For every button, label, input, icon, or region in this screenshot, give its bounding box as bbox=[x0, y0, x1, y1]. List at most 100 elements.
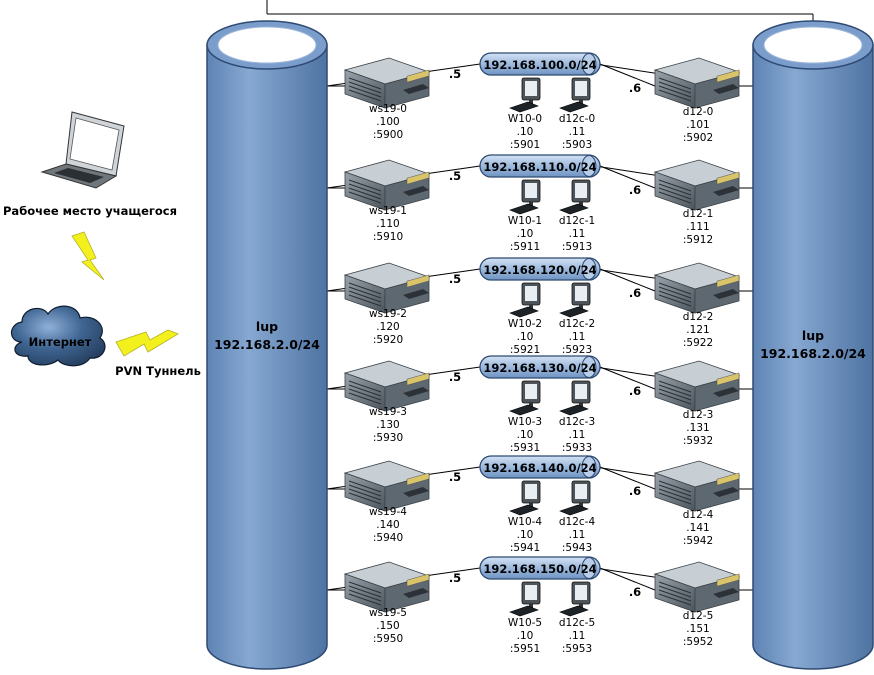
d12-ip: .131 bbox=[686, 422, 709, 434]
cylinder-body bbox=[752, 44, 874, 670]
pipe-end bbox=[581, 258, 597, 280]
cloud-label: Интернет bbox=[29, 335, 92, 349]
cloud-shape bbox=[10, 305, 106, 367]
d12c-name: d12c-0 bbox=[559, 113, 595, 125]
monitor-screen bbox=[575, 585, 587, 600]
server-slot bbox=[658, 290, 692, 303]
server-d12-0 bbox=[653, 57, 741, 109]
pc-d12c-5 bbox=[559, 581, 591, 617]
server-port bbox=[716, 69, 740, 83]
keyboard bbox=[559, 504, 589, 516]
server-slot bbox=[348, 480, 382, 493]
server-slot bbox=[658, 294, 692, 307]
monitor-stand bbox=[579, 305, 583, 309]
server-slot bbox=[348, 589, 382, 602]
d12-port: :5902 bbox=[683, 132, 713, 144]
keyboard bbox=[509, 101, 539, 113]
left-suffix: .5 bbox=[449, 272, 461, 286]
pc-d12c-3 bbox=[559, 380, 591, 416]
d12c-port: :5903 bbox=[562, 139, 592, 151]
keyboard bbox=[559, 203, 589, 215]
server-slot bbox=[348, 488, 382, 501]
pc-d12c-1 bbox=[559, 179, 591, 215]
server-d12-3 bbox=[653, 360, 741, 412]
pc-w10-0 bbox=[509, 77, 541, 113]
w10-port: :5951 bbox=[510, 643, 540, 655]
pipe-end bbox=[581, 557, 597, 579]
server-port bbox=[406, 171, 430, 185]
subnet-pipe-4 bbox=[479, 455, 601, 479]
d12-name: d12-2 bbox=[683, 311, 714, 323]
server-slot bbox=[348, 593, 382, 606]
monitor-stand bbox=[529, 202, 533, 206]
monitor-stand bbox=[579, 202, 583, 206]
client-label: Рабочее место учащегося bbox=[3, 204, 177, 218]
server-ws-0 bbox=[343, 57, 431, 109]
keyboard bbox=[509, 203, 539, 215]
ws-ip: .140 bbox=[376, 519, 399, 531]
monitor-stand bbox=[579, 100, 583, 104]
d12-name: d12-0 bbox=[683, 106, 714, 118]
w10-name: W10-1 bbox=[508, 215, 542, 227]
server-slot bbox=[658, 380, 692, 393]
server-slot bbox=[348, 85, 382, 98]
pipe-end bbox=[581, 356, 597, 378]
left-suffix: .5 bbox=[449, 470, 461, 484]
server-slot bbox=[658, 480, 692, 493]
row-link-right bbox=[599, 63, 656, 87]
server-port bbox=[406, 274, 430, 288]
ws-ip: .150 bbox=[376, 620, 399, 632]
pipe-body bbox=[479, 556, 601, 580]
server-slot bbox=[348, 585, 382, 598]
pipe-body bbox=[479, 455, 601, 479]
server-slot bbox=[348, 183, 382, 196]
server-slot bbox=[348, 282, 382, 295]
server-slot bbox=[658, 488, 692, 501]
server-slot bbox=[658, 388, 692, 401]
server-slot bbox=[658, 81, 692, 94]
right-suffix: .6 bbox=[629, 384, 641, 398]
server-slot bbox=[348, 492, 382, 505]
ws-name: ws19-4 bbox=[369, 506, 407, 518]
server-port bbox=[406, 472, 430, 486]
w10-port: :5911 bbox=[510, 241, 540, 253]
d12c-ip: .11 bbox=[569, 228, 586, 240]
server-connector bbox=[713, 487, 739, 497]
right-suffix: .6 bbox=[629, 183, 641, 197]
subnet-pipe-1 bbox=[479, 154, 601, 178]
d12c-ip: .11 bbox=[569, 429, 586, 441]
monitor-screen bbox=[525, 384, 537, 399]
server-connector bbox=[713, 84, 739, 94]
pipe-end bbox=[581, 456, 597, 478]
pc-w10-1 bbox=[509, 179, 541, 215]
d12-ip: .101 bbox=[686, 119, 709, 131]
pipe-end bbox=[581, 53, 597, 75]
server-slot bbox=[348, 89, 382, 102]
server-connector bbox=[403, 588, 429, 598]
server-d12-4 bbox=[653, 460, 741, 512]
pipe-body bbox=[479, 154, 601, 178]
server-connector bbox=[713, 387, 739, 397]
subnet-label: 192.168.100.0/24 bbox=[483, 58, 596, 72]
w10-name: W10-4 bbox=[508, 516, 543, 528]
monitor-screen bbox=[525, 484, 537, 499]
server-slot bbox=[658, 581, 692, 594]
server-port bbox=[716, 274, 740, 288]
pc-d12c-2 bbox=[559, 282, 591, 318]
subnet-label: 192.168.110.0/24 bbox=[483, 160, 596, 174]
server-ws-1 bbox=[343, 159, 431, 211]
d12c-name: d12c-5 bbox=[559, 617, 595, 629]
monitor-screen bbox=[525, 183, 537, 198]
ws-port: :5930 bbox=[373, 432, 403, 444]
server-port bbox=[406, 69, 430, 83]
d12-port: :5912 bbox=[683, 234, 713, 246]
w10-port: :5921 bbox=[510, 344, 540, 356]
server-ws-2 bbox=[343, 262, 431, 314]
monitor-stand bbox=[529, 305, 533, 309]
monitor-screen bbox=[575, 183, 587, 198]
server-slot bbox=[348, 388, 382, 401]
ws-name: ws19-1 bbox=[369, 205, 407, 217]
server-slot bbox=[348, 81, 382, 94]
